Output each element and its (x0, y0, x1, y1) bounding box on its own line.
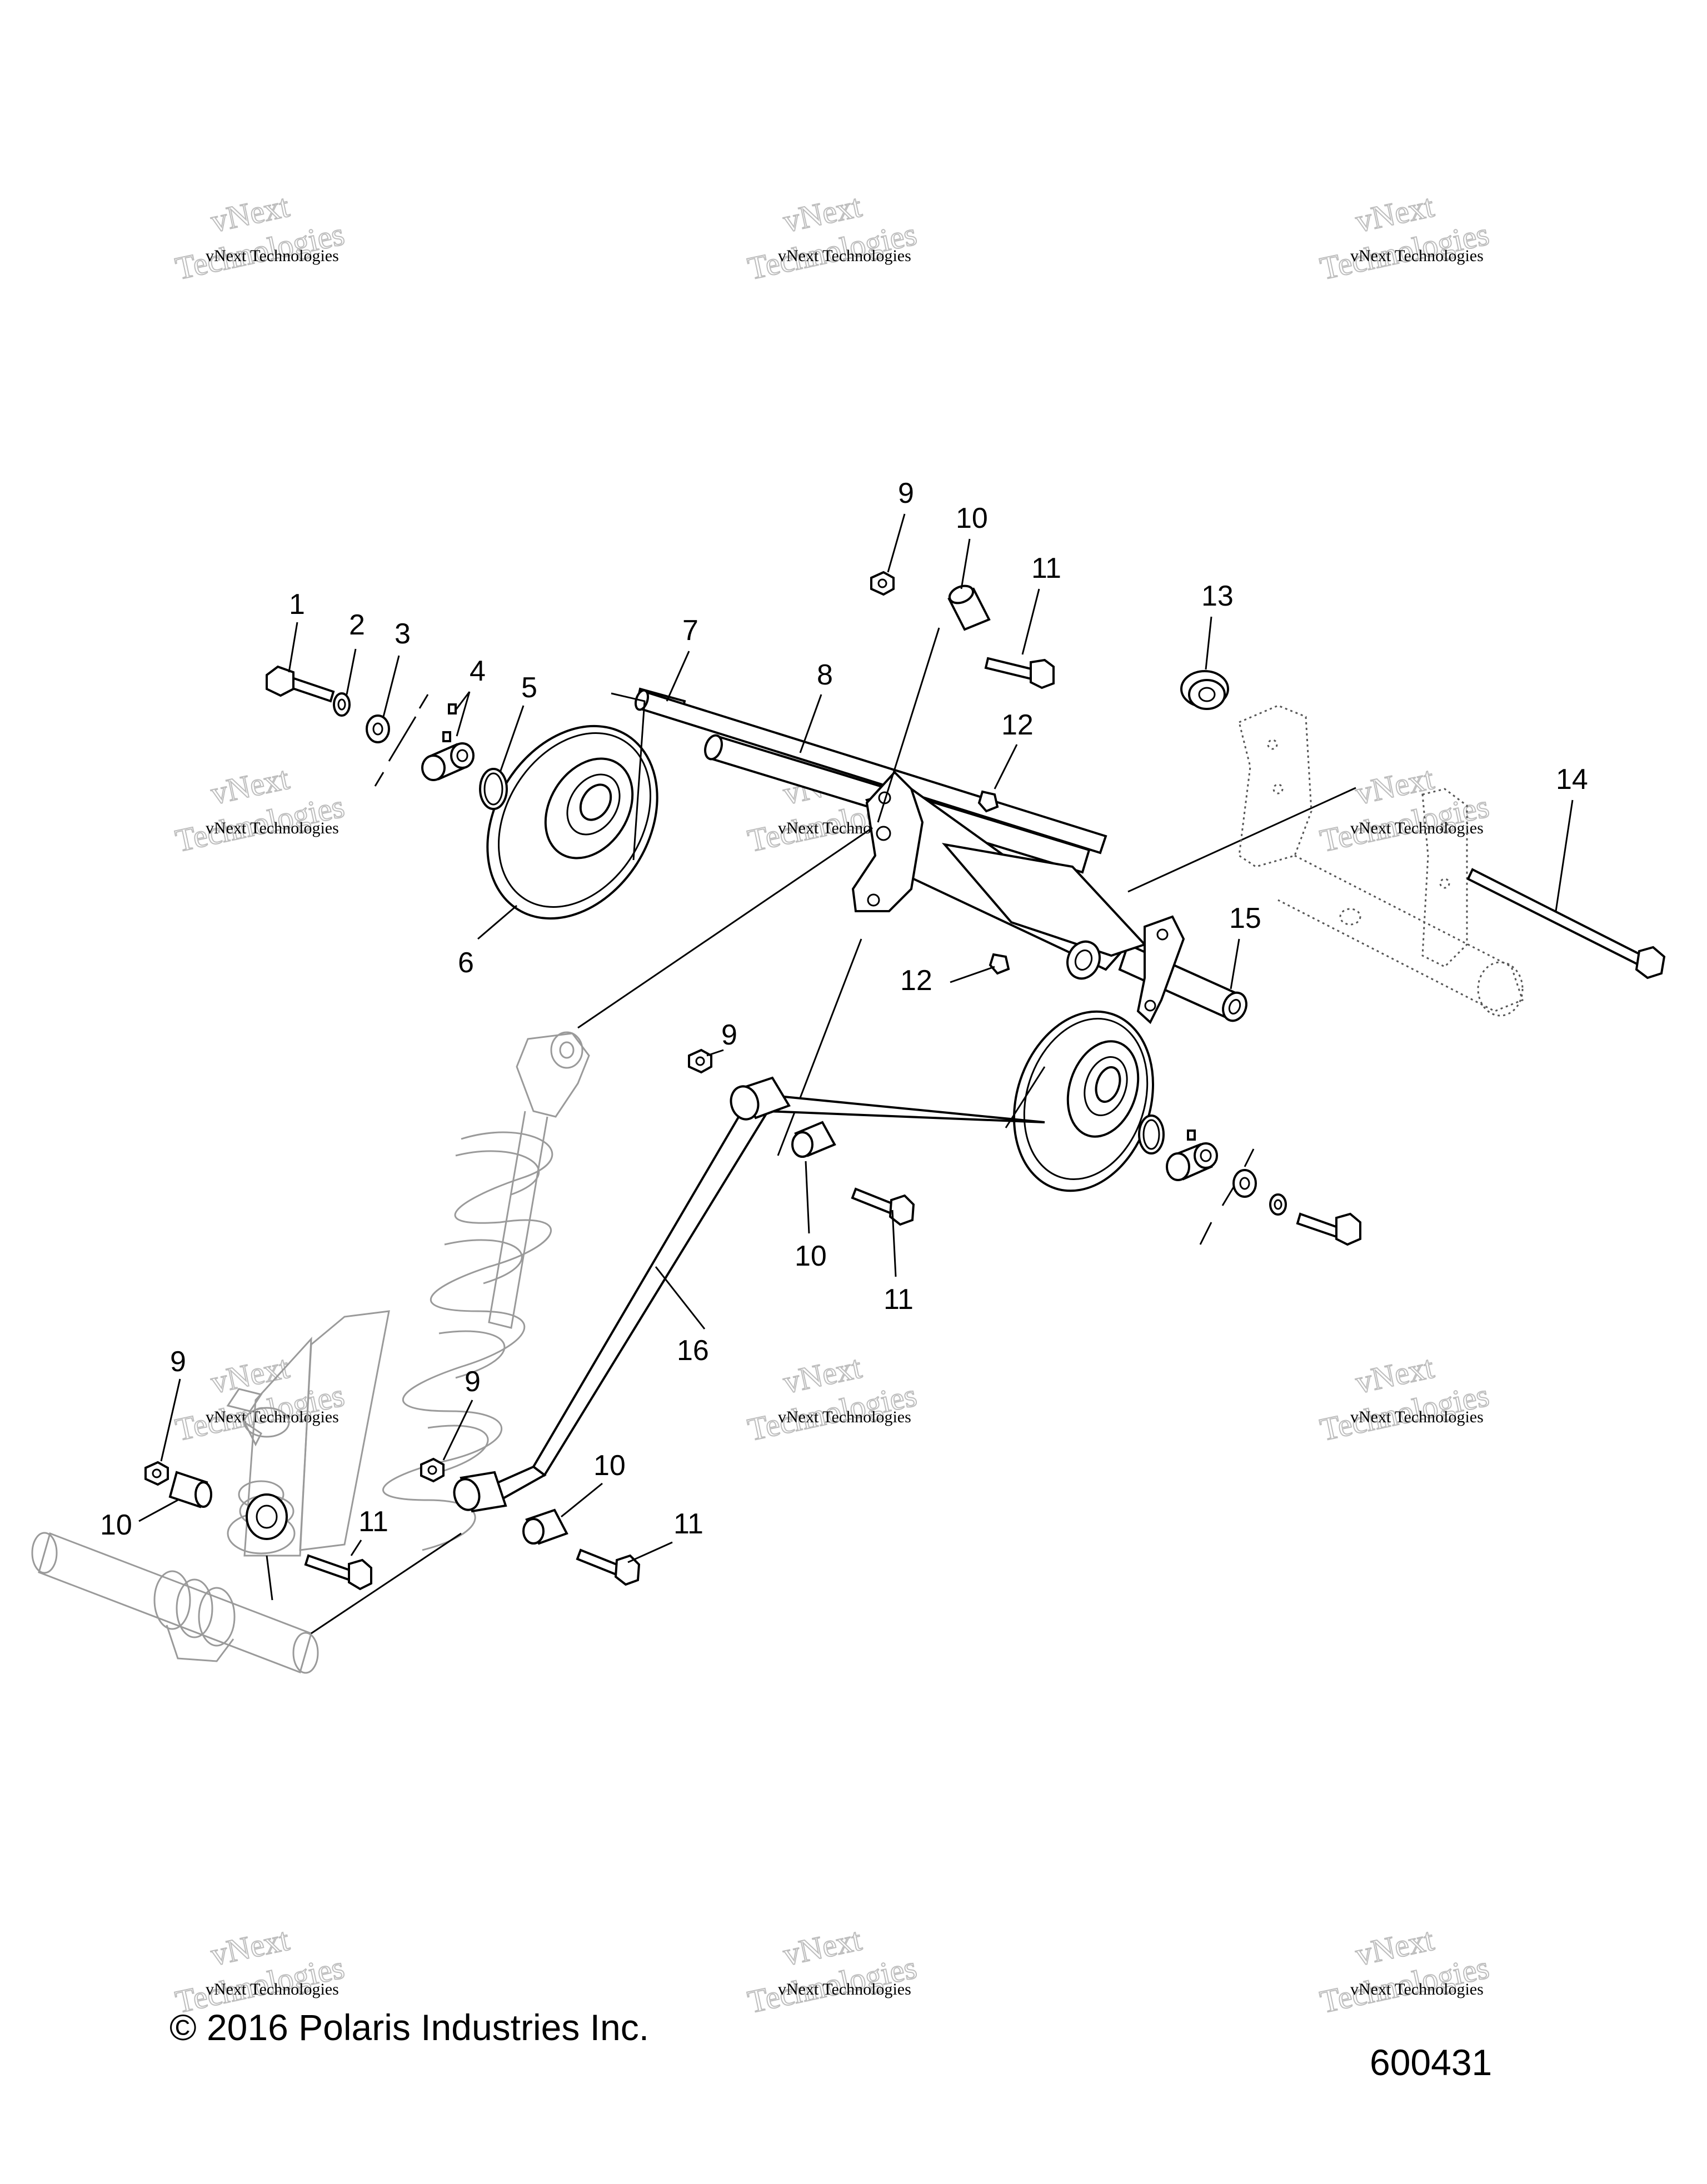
callout-label: 9 (170, 1346, 186, 1378)
callout-label: 11 (673, 1508, 703, 1540)
frame-bracket-ghost (1238, 704, 1666, 1017)
watermark: vNext Technologies vNext Technologies (172, 1921, 348, 2021)
svg-text:vNext Technologies: vNext Technologies (778, 247, 911, 265)
watermark: vNext Technologies vNext Technologies (744, 1921, 920, 2021)
callout-label: 4 (470, 655, 486, 687)
callout-label: 10 (795, 1240, 827, 1272)
copyright-text: © 2016 Polaris Industries Inc. (169, 2007, 649, 2048)
callout-label: 10 (593, 1450, 626, 1482)
left-hardware (266, 665, 646, 861)
callout-label: 2 (349, 609, 365, 641)
callout-label: 7 (682, 614, 698, 647)
callout-label: 11 (1031, 552, 1061, 584)
right-hardware (1005, 1066, 1361, 1246)
callout-label: 9 (465, 1366, 481, 1398)
callout-label: 6 (458, 947, 474, 979)
watermark: vNext Technologies vNext Technologies (172, 187, 348, 287)
callout-label: 1 (289, 588, 305, 621)
lower-link (420, 1048, 1045, 1586)
callout-label: 13 (1201, 580, 1234, 612)
watermark: vNext Technologies vNext Technologies (1316, 759, 1493, 859)
callout-label: 10 (100, 1509, 132, 1541)
svg-text:vNext Technologies: vNext Technologies (206, 1980, 339, 1998)
watermark: vNext Technologies vNext Technologies (1316, 1921, 1493, 2021)
watermark: vNext Technologies vNext Technologies (172, 759, 348, 859)
callout-label: 12 (1001, 709, 1034, 741)
shock-mount-hardware (144, 1461, 372, 1591)
watermark: vNext Technologies vNext Technologies (744, 1348, 920, 1448)
callout-label: 3 (395, 618, 411, 650)
callout-label: 12 (900, 964, 932, 997)
callout-leaders (138, 513, 1574, 1563)
callout-label: 8 (817, 659, 833, 691)
callout-label: 14 (1556, 763, 1588, 796)
callout-label: 10 (956, 502, 988, 534)
watermark: vNext Technologies vNext Technologies (1316, 1348, 1493, 1448)
svg-text:vNext Technologies: vNext Technologies (206, 247, 339, 265)
callout-label: 9 (898, 477, 914, 509)
callout-label: 5 (521, 672, 537, 704)
svg-text:vNext Technologies: vNext Technologies (778, 1408, 911, 1426)
svg-text:vNext Technologies: vNext Technologies (778, 1980, 911, 1998)
wheel-lower (1013, 1010, 1154, 1192)
callout-label: 16 (677, 1335, 709, 1367)
callout-label: 11 (358, 1506, 388, 1538)
svg-text:vNext Technologies: vNext Technologies (1350, 1408, 1484, 1426)
watermark: vNext Technologies vNext Technologies (744, 187, 920, 287)
callout-labels: 1 2 3 4 5 6 7 8 9 10 11 12 13 14 15 16 9… (100, 477, 1588, 1541)
svg-text:vNext Technologies: vNext Technologies (1350, 1980, 1484, 1998)
callout-label: 9 (721, 1019, 737, 1051)
svg-text:vNext Technologies: vNext Technologies (1350, 247, 1484, 265)
shaft-assembly (634, 687, 1247, 1024)
wheel-upper (486, 724, 658, 920)
svg-text:vNext Technologies: vNext Technologies (206, 819, 339, 837)
svg-text:vNext Technologies: vNext Technologies (1350, 819, 1484, 837)
callout-label: 15 (1229, 902, 1261, 934)
lower-crossmember (31, 1532, 462, 1674)
svg-text:vNext Technologies: vNext Technologies (206, 1408, 339, 1426)
watermark: vNext Technologies vNext Technologies (1316, 187, 1493, 287)
figure-number: 600431 (1370, 2042, 1492, 2083)
shock-absorber (226, 827, 873, 1557)
callout-label: 11 (884, 1283, 914, 1316)
